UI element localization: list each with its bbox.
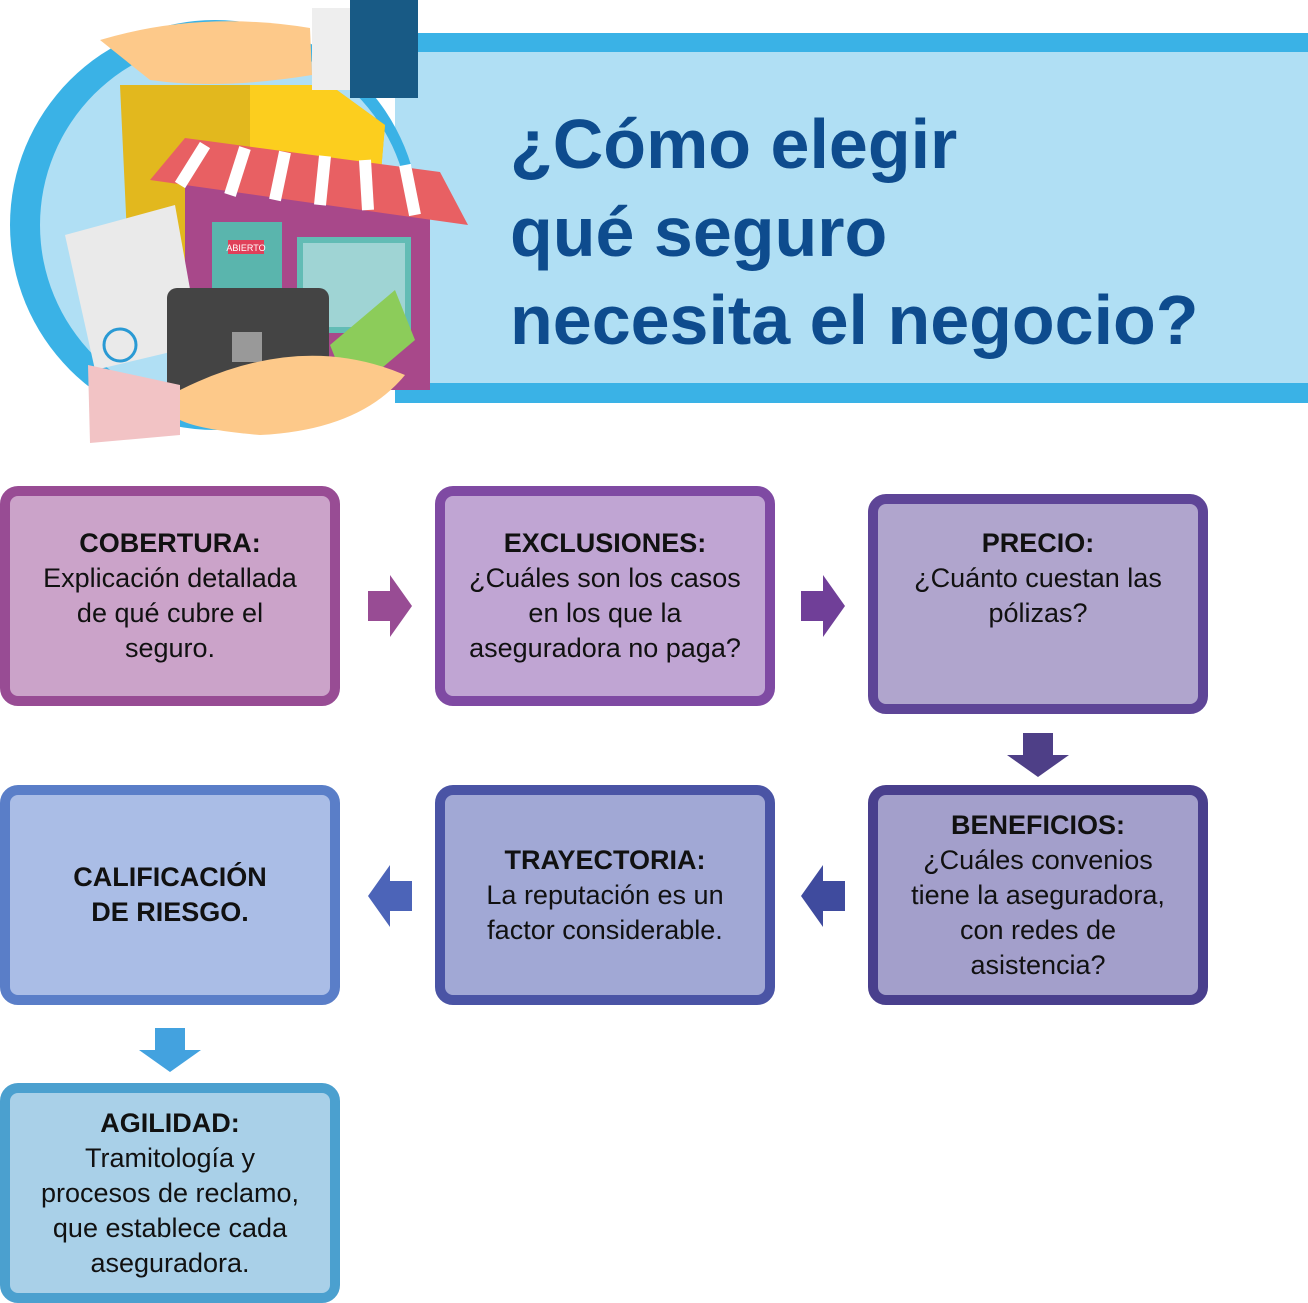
page-title: ¿Cómo elegir qué seguro necesita el nego… bbox=[510, 100, 1199, 364]
step-agilidad: AGILIDAD: Tramitología y procesos de rec… bbox=[0, 1083, 340, 1303]
title-line-2: qué seguro bbox=[510, 193, 888, 271]
step-text: ¿Cuáles convenios tiene la aseguradora, … bbox=[911, 844, 1165, 980]
arrow-down-icon bbox=[139, 1028, 201, 1072]
step-exclusiones: EXCLUSIONES: ¿Cuáles son los casos en lo… bbox=[435, 486, 775, 706]
step-calificacion: CALIFICACIÓN DE RIESGO. bbox=[0, 785, 340, 1005]
arrow-right-icon bbox=[368, 575, 412, 637]
step-title: CALIFICACIÓN DE RIESGO. bbox=[73, 862, 267, 927]
title-banner bbox=[395, 33, 1308, 403]
arrow-down-icon bbox=[1007, 733, 1069, 777]
step-text: La reputación es un factor considerable. bbox=[486, 879, 724, 945]
step-title: BENEFICIOS: bbox=[950, 809, 1125, 840]
arrow-right-icon bbox=[801, 575, 845, 637]
step-title: EXCLUSIONES: bbox=[503, 528, 707, 558]
step-cobertura: COBERTURA: Explicación detallada de qué … bbox=[0, 486, 340, 706]
step-precio: PRECIO: ¿Cuánto cuestan las pólizas? bbox=[868, 494, 1208, 714]
title-line-1: ¿Cómo elegir bbox=[510, 105, 958, 183]
step-text: ¿Cuáles son los casos en los que la aseg… bbox=[469, 563, 741, 663]
step-trayectoria: TRAYECTORIA: La reputación es un factor … bbox=[435, 785, 775, 1005]
arrow-left-icon bbox=[801, 865, 845, 927]
step-title: AGILIDAD: bbox=[100, 1107, 240, 1138]
step-text: Tramitología y procesos de reclamo, que … bbox=[40, 1142, 300, 1278]
arrow-left-icon bbox=[368, 865, 412, 927]
title-line-3: necesita el negocio? bbox=[510, 281, 1199, 359]
step-text: ¿Cuánto cuestan las pólizas? bbox=[914, 563, 1162, 628]
insurance-illustration: ABIERTO bbox=[10, 0, 468, 443]
step-title: COBERTURA: bbox=[79, 528, 261, 558]
document-icon bbox=[65, 205, 200, 370]
step-beneficios: BENEFICIOS: ¿Cuáles convenios tiene la a… bbox=[868, 785, 1208, 1005]
open-sign: ABIERTO bbox=[226, 243, 265, 253]
hand-icon bbox=[100, 21, 312, 84]
step-title: TRAYECTORIA: bbox=[504, 844, 706, 875]
step-text: Explicación detallada de qué cubre el se… bbox=[43, 563, 297, 663]
step-title: PRECIO: bbox=[981, 528, 1095, 558]
